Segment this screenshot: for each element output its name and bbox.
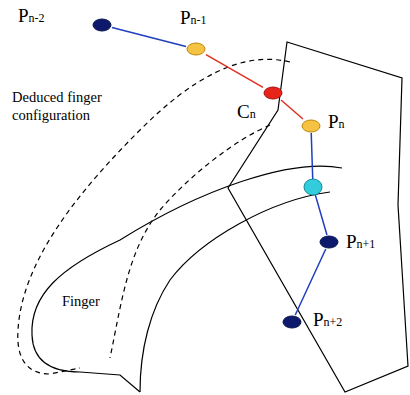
deduced-finger-outline xyxy=(18,59,290,374)
point-label: Pn+1 xyxy=(346,232,375,251)
connector xyxy=(281,100,303,119)
point-dot xyxy=(282,315,302,329)
contact-point xyxy=(304,179,322,195)
point-marker: Pn-1 xyxy=(186,42,206,56)
point-marker: Cn xyxy=(263,86,283,100)
point-dot xyxy=(186,42,206,56)
point-dot xyxy=(301,119,321,133)
point-label: Pn-1 xyxy=(180,8,207,27)
point-label: Pn-2 xyxy=(18,6,45,25)
point-label: Cn xyxy=(237,102,256,121)
point-dot xyxy=(263,86,283,100)
point-dot xyxy=(319,235,339,249)
point-marker: Pn xyxy=(301,119,321,133)
object-outline xyxy=(228,42,408,392)
point-label: Pn+2 xyxy=(313,310,342,329)
connector xyxy=(206,55,263,88)
finger-outline xyxy=(32,166,342,392)
annotation-label: Finger xyxy=(62,292,122,310)
point-label: Pn xyxy=(328,112,345,131)
point-dot xyxy=(92,18,112,32)
point-marker: Pn+2 xyxy=(282,315,302,329)
finger-outline xyxy=(140,192,330,392)
connector xyxy=(112,28,186,47)
connector xyxy=(295,249,326,315)
deduced-finger-outline xyxy=(110,125,270,358)
point-marker: Pn-2 xyxy=(92,18,112,32)
point-marker: Pn+1 xyxy=(319,235,339,249)
annotation-label: Deduced finger configuration xyxy=(12,88,130,124)
